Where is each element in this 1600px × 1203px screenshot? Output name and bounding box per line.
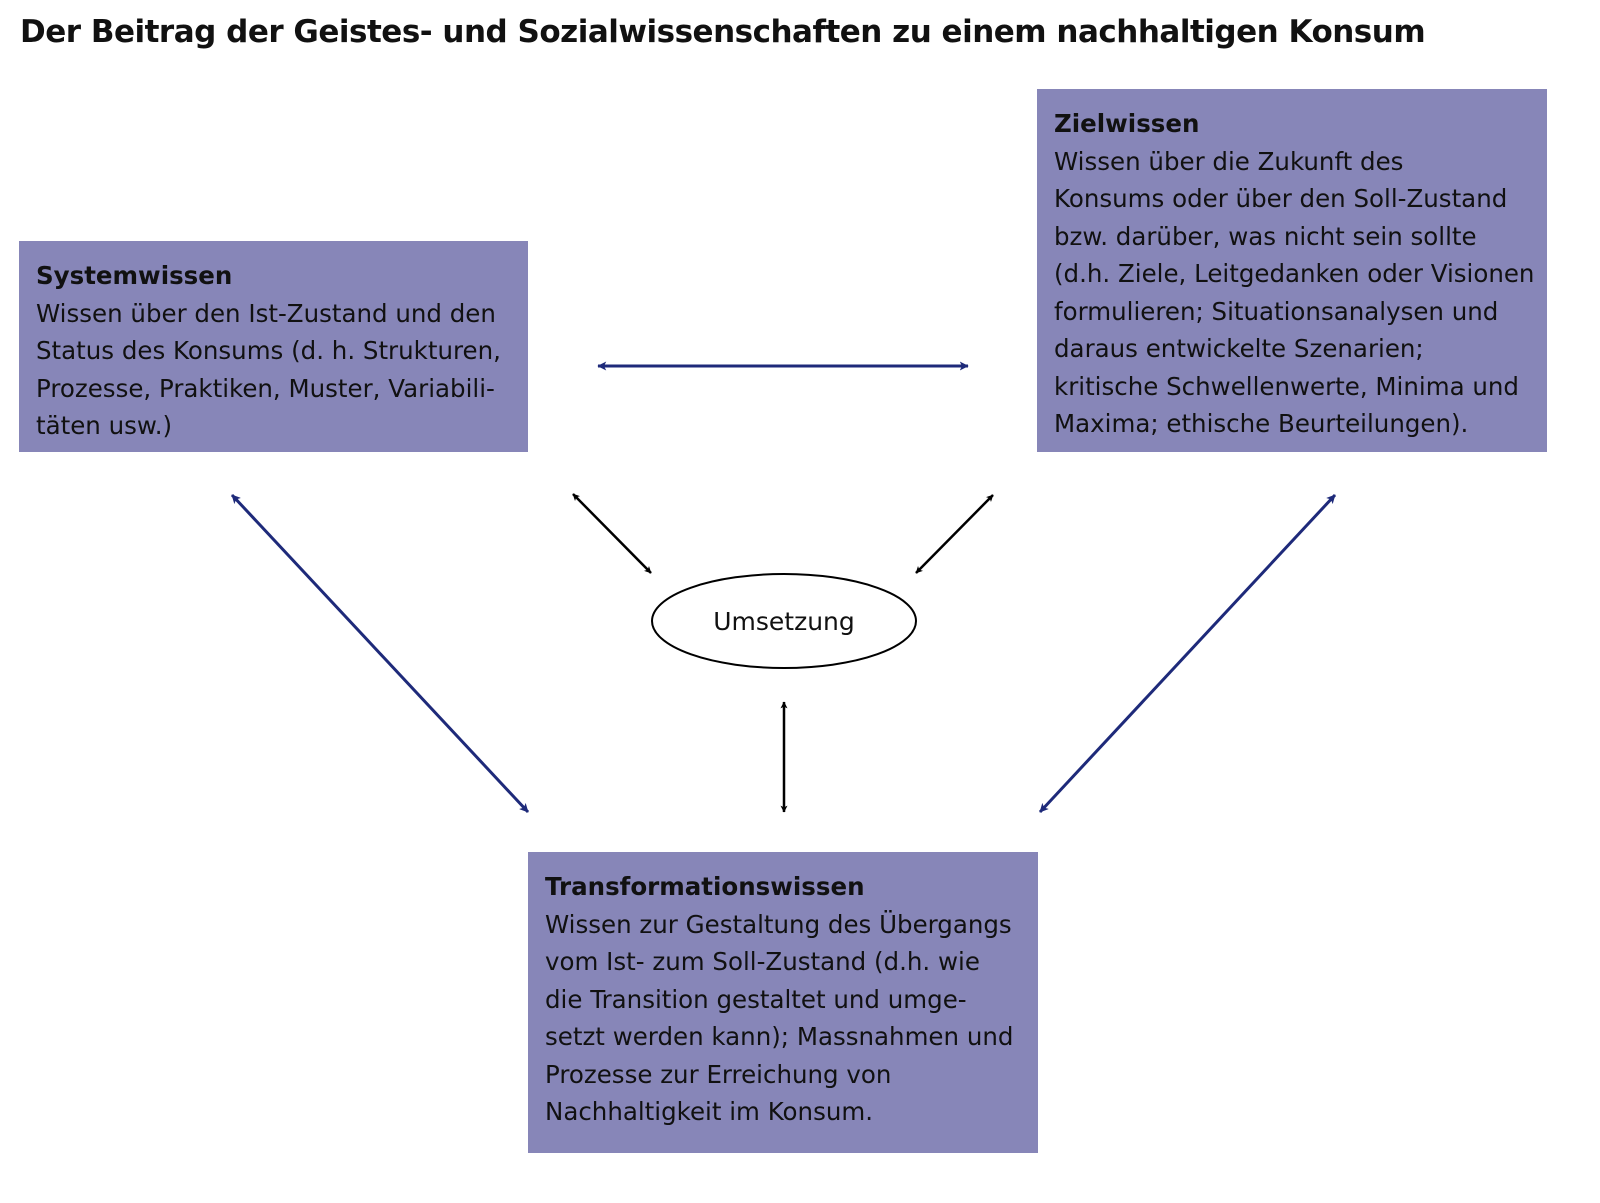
systemwissen-box: Systemwissen Wissen über den Ist-Zustand…	[19, 241, 528, 452]
systemwissen-line: täten usw.)	[36, 411, 173, 440]
systemwissen-line: Status des Konsums (d. h. Strukturen,	[36, 336, 501, 365]
zielwissen-line: (d.h. Ziele, Leitgedanken oder Visionen	[1054, 259, 1535, 288]
arrow-ziel-umsetzung	[915, 494, 994, 574]
zielwissen-heading: Zielwissen	[1054, 109, 1200, 138]
umsetzung-ellipse	[651, 573, 917, 669]
systemwissen-line: Wissen über den Ist-Zustand und den	[36, 298, 496, 328]
transformationswissen-line: Nachhaltigkeit im Konsum.	[545, 1097, 874, 1126]
diagram-title: Der Beitrag der Geistes- und Sozialwisse…	[20, 14, 1426, 50]
arrow-system-umsetzung	[572, 493, 652, 574]
transformationswissen-box: Transformationswissen Wissen zur Gestalt…	[528, 852, 1038, 1153]
zielwissen-line: formulieren; Situationsanalysen und	[1054, 296, 1499, 326]
transformationswissen-heading: Transformationswissen	[545, 872, 865, 901]
zielwissen-line: Konsums oder über den Soll-Zustand	[1054, 184, 1508, 213]
arrow-system-transformation	[230, 493, 530, 814]
systemwissen-line: Prozesse, Praktiken, Muster, Variabili-	[36, 373, 495, 403]
zielwissen-line: Maxima; ethische Beurteilungen).	[1054, 409, 1469, 438]
zielwissen-box: Zielwissen Wissen über die Zukunft des K…	[1037, 89, 1547, 452]
transformationswissen-line: setzt werden kann); Massnahmen und	[545, 1022, 1014, 1051]
zielwissen-line: daraus entwickelte Szenarien;	[1054, 334, 1424, 363]
umsetzung-label: Umsetzung	[713, 606, 855, 636]
systemwissen-heading: Systemwissen	[36, 261, 233, 290]
transformationswissen-line: vom Ist- zum Soll-Zustand (d.h. wie	[545, 947, 980, 976]
arrow-ziel-transformation	[1038, 493, 1337, 814]
zielwissen-line: bzw. darüber, was nicht sein sollte	[1054, 221, 1477, 251]
zielwissen-line: kritische Schwellenwerte, Minima und	[1054, 371, 1519, 401]
transformationswissen-line: die Transition gestaltet und umge-	[545, 984, 967, 1014]
zielwissen-line: Wissen über die Zukunft des	[1054, 146, 1404, 176]
transformationswissen-line: Prozesse zur Erreichung von	[545, 1059, 892, 1089]
transformationswissen-line: Wissen zur Gestaltung des Übergangs	[545, 909, 1012, 939]
